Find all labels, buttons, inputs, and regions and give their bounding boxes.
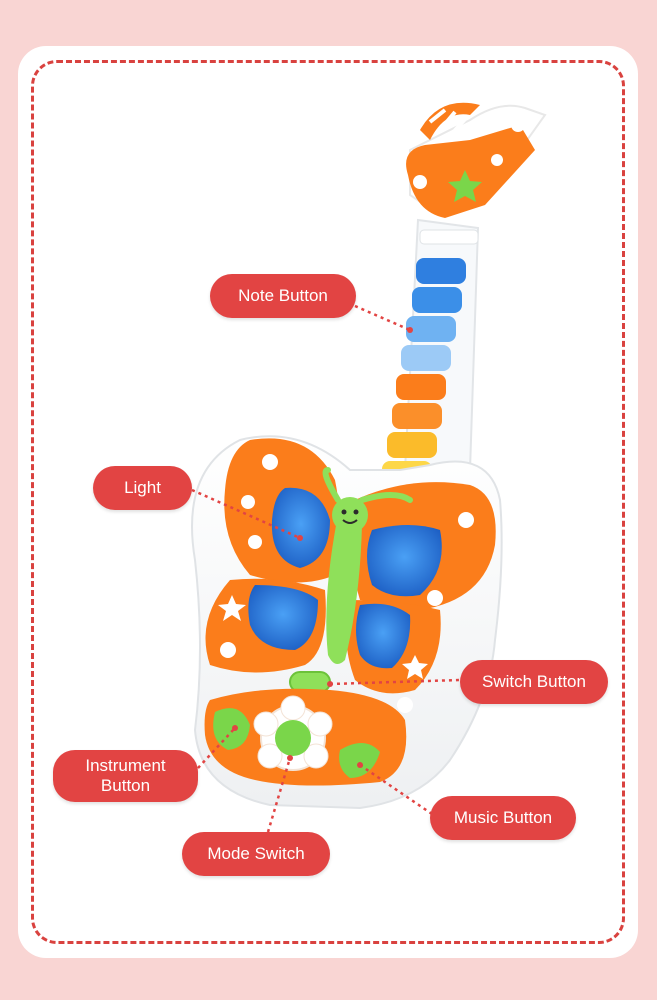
leader-dots [232, 327, 413, 768]
light-panel-icon [356, 603, 411, 669]
music-button-text: Music Button [453, 808, 553, 827]
flower-icon [253, 695, 333, 771]
light-panel-icon [367, 525, 442, 597]
dashed-border [31, 60, 625, 944]
note-button-label: Note Button [210, 274, 356, 318]
instrument-button-label: Instrument Button [53, 750, 198, 802]
mode-switch-label: Mode Switch [182, 832, 330, 876]
light-panel-icon [248, 585, 318, 650]
star-icon [218, 595, 246, 621]
instrument-button-text: Instrument Button [85, 756, 166, 795]
butterfly [205, 438, 496, 713]
switch-button-label: Switch Button [460, 660, 608, 704]
leaf-icon [213, 708, 250, 750]
light-panel-icon [271, 487, 330, 568]
note-button-text: Note Button [238, 286, 328, 305]
leaf-icon [339, 742, 380, 778]
note-keys[interactable] [382, 258, 466, 487]
light-text: Light [124, 478, 161, 497]
switch-button-text: Switch Button [482, 672, 586, 691]
headstock [406, 102, 547, 218]
star-icon [448, 170, 482, 202]
bottom-panel [204, 688, 407, 786]
music-button-label: Music Button [430, 796, 576, 840]
mode-switch-text: Mode Switch [207, 844, 305, 863]
butterfly-face-icon [332, 497, 368, 533]
star-icon [402, 655, 428, 679]
light-label: Light [93, 466, 192, 510]
leader-lines [191, 304, 461, 833]
